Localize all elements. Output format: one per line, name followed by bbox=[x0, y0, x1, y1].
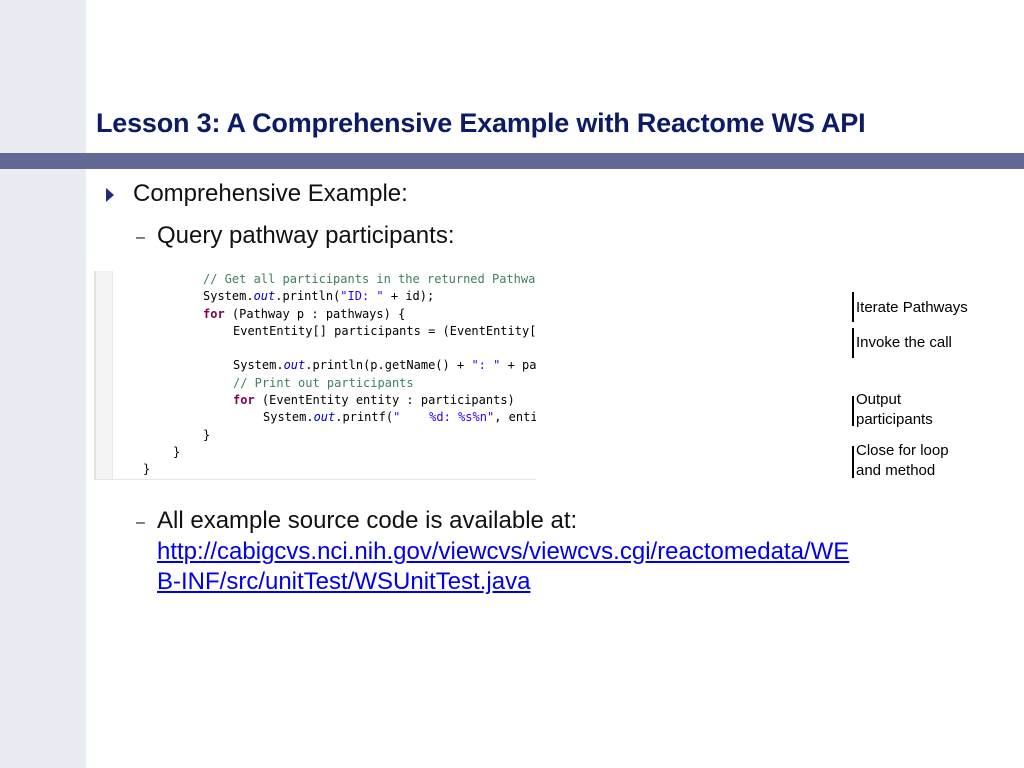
code-line: // Get all participants in the returned … bbox=[203, 272, 536, 286]
code-line: } bbox=[143, 462, 151, 477]
annotation-close-line2: and method bbox=[856, 462, 936, 479]
annotation-bracket-iterate bbox=[852, 292, 854, 322]
annotation-output-line1: Output bbox=[856, 391, 902, 408]
code-line: System.out.println("ID: " + id); bbox=[203, 289, 435, 304]
sub-bullet-source-available: All example source code is available at: bbox=[157, 507, 578, 534]
code-line: } bbox=[203, 427, 211, 442]
code-line: } bbox=[173, 444, 181, 459]
code-line: for (Pathway p : pathways) { bbox=[203, 306, 406, 321]
annotation-bracket-invoke bbox=[852, 328, 854, 358]
slide-title: Lesson 3: A Comprehensive Example with R… bbox=[96, 108, 866, 138]
code-screenshot: // Get all participants in the returned … bbox=[94, 271, 536, 480]
annotation-bracket-close bbox=[852, 446, 854, 478]
code-line: System.out.println(p.getName() + ": " + … bbox=[233, 358, 536, 373]
code-line: for (EventEntity entity : participants) bbox=[233, 393, 515, 408]
code-line: System.out.printf(" %d: %s%n", entity.ge… bbox=[263, 410, 536, 425]
title-underline-bar bbox=[0, 153, 1024, 169]
annotation-invoke-call: Invoke the call bbox=[856, 334, 952, 351]
annotation-iterate-pathways: Iterate Pathways bbox=[856, 299, 968, 316]
code-gutter bbox=[96, 271, 113, 479]
annotation-close-line1: Close for loop bbox=[856, 442, 949, 459]
code-line: new Object[]{p.getId()}); bbox=[96, 340, 536, 357]
code-line: // Print out participants bbox=[233, 375, 414, 390]
bullet-comprehensive-example: Comprehensive Example: bbox=[133, 180, 408, 207]
left-band bbox=[0, 0, 86, 768]
annotation-bracket-output bbox=[852, 396, 854, 426]
bullet-arrow-icon bbox=[106, 188, 114, 202]
dash-bullet-1: – bbox=[136, 229, 145, 246]
code-block: // Get all participants in the returned … bbox=[96, 271, 536, 479]
code-line: EventEntity[] participants = (EventEntit… bbox=[233, 323, 536, 338]
sub-bullet-query-participants: Query pathway participants: bbox=[157, 222, 455, 249]
source-link-line1[interactable]: http://cabigcvs.nci.nih.gov/viewcvs/view… bbox=[157, 538, 850, 565]
annotation-output-line2: participants bbox=[856, 411, 933, 428]
dash-bullet-2: – bbox=[136, 514, 145, 531]
source-link-line2[interactable]: B-INF/src/unitTest/WSUnitTest.java bbox=[157, 568, 531, 595]
